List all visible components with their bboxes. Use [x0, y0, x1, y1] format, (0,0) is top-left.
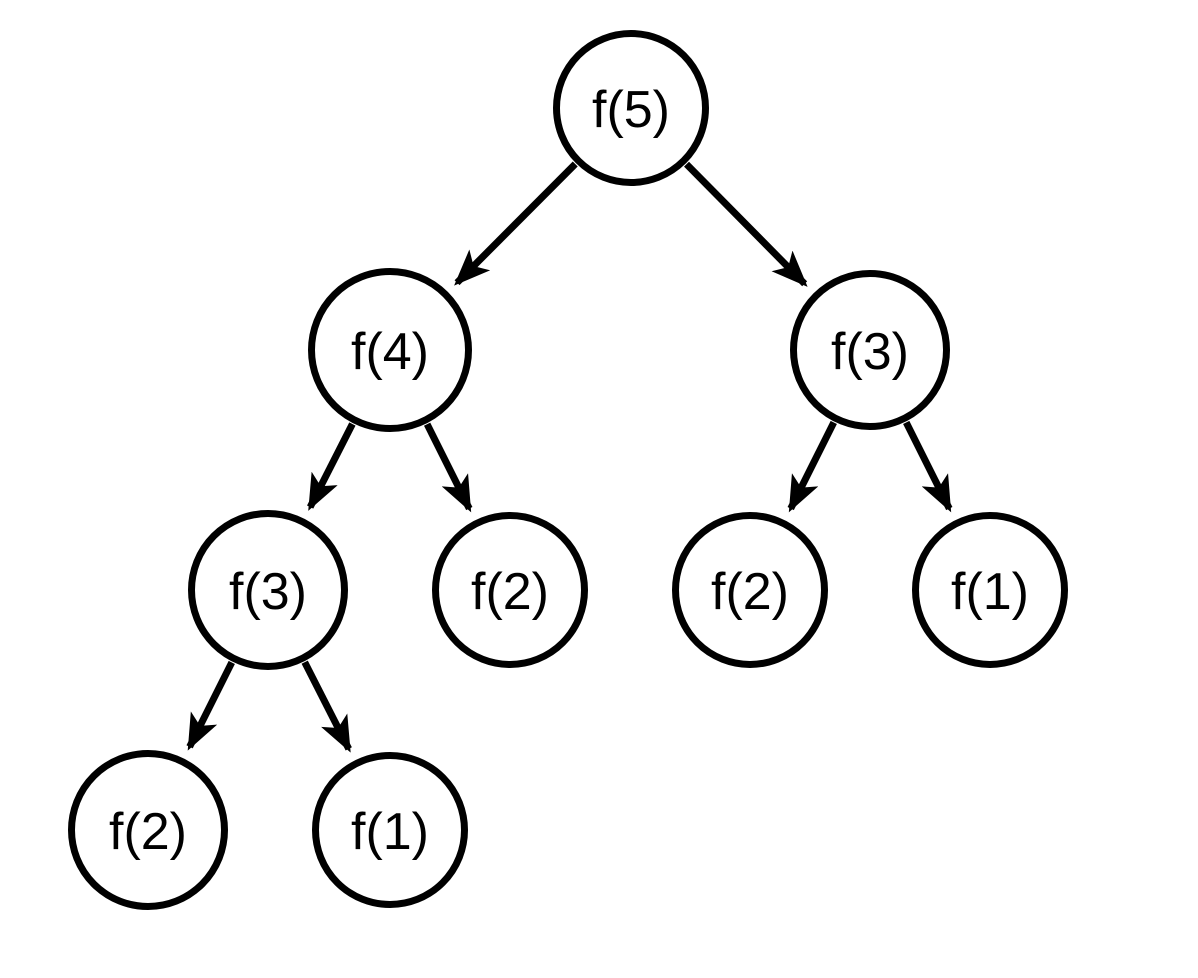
tree-edge: [186, 660, 235, 751]
edges-layer: [186, 161, 953, 753]
node-circle[interactable]: [312, 752, 468, 908]
node-label: f(2): [711, 563, 789, 621]
tree-node[interactable]: f(3): [188, 510, 348, 670]
node-circle[interactable]: [188, 510, 348, 670]
tree-edge: [423, 422, 473, 513]
tree-node[interactable]: f(2): [672, 512, 828, 668]
tree-edge: [684, 161, 808, 287]
node-circle[interactable]: [308, 268, 472, 432]
node-label: f(1): [351, 803, 429, 861]
node-circle[interactable]: [672, 512, 828, 668]
tree-node[interactable]: f(5): [553, 30, 709, 186]
tree-edge: [903, 420, 953, 513]
node-circle[interactable]: [432, 512, 588, 668]
tree-node[interactable]: f(1): [312, 752, 468, 908]
tree-edge: [787, 420, 837, 513]
node-circle[interactable]: [790, 270, 950, 430]
nodes-layer: f(5) f(4) f(3) f(3) f(2) f(2) f(1) f(2) f(1): [68, 30, 1068, 910]
tree-edge: [454, 161, 578, 286]
tree-node[interactable]: f(4): [308, 268, 472, 432]
node-label: f(2): [471, 563, 549, 621]
tree-node[interactable]: f(3): [790, 270, 950, 430]
node-label: f(3): [229, 563, 307, 621]
node-label: f(1): [951, 563, 1029, 621]
tree-node[interactable]: f(2): [68, 750, 228, 910]
node-circle[interactable]: [68, 750, 228, 910]
node-label: f(2): [109, 803, 187, 861]
node-circle[interactable]: [912, 512, 1068, 668]
node-circle[interactable]: [553, 30, 709, 186]
tree-node[interactable]: f(1): [912, 512, 1068, 668]
node-label: f(4): [351, 323, 429, 381]
tree-edge: [307, 422, 356, 511]
tree-node[interactable]: f(2): [432, 512, 588, 668]
node-label: f(5): [592, 81, 670, 139]
node-label: f(3): [831, 323, 909, 381]
tree-edge: [301, 660, 352, 753]
